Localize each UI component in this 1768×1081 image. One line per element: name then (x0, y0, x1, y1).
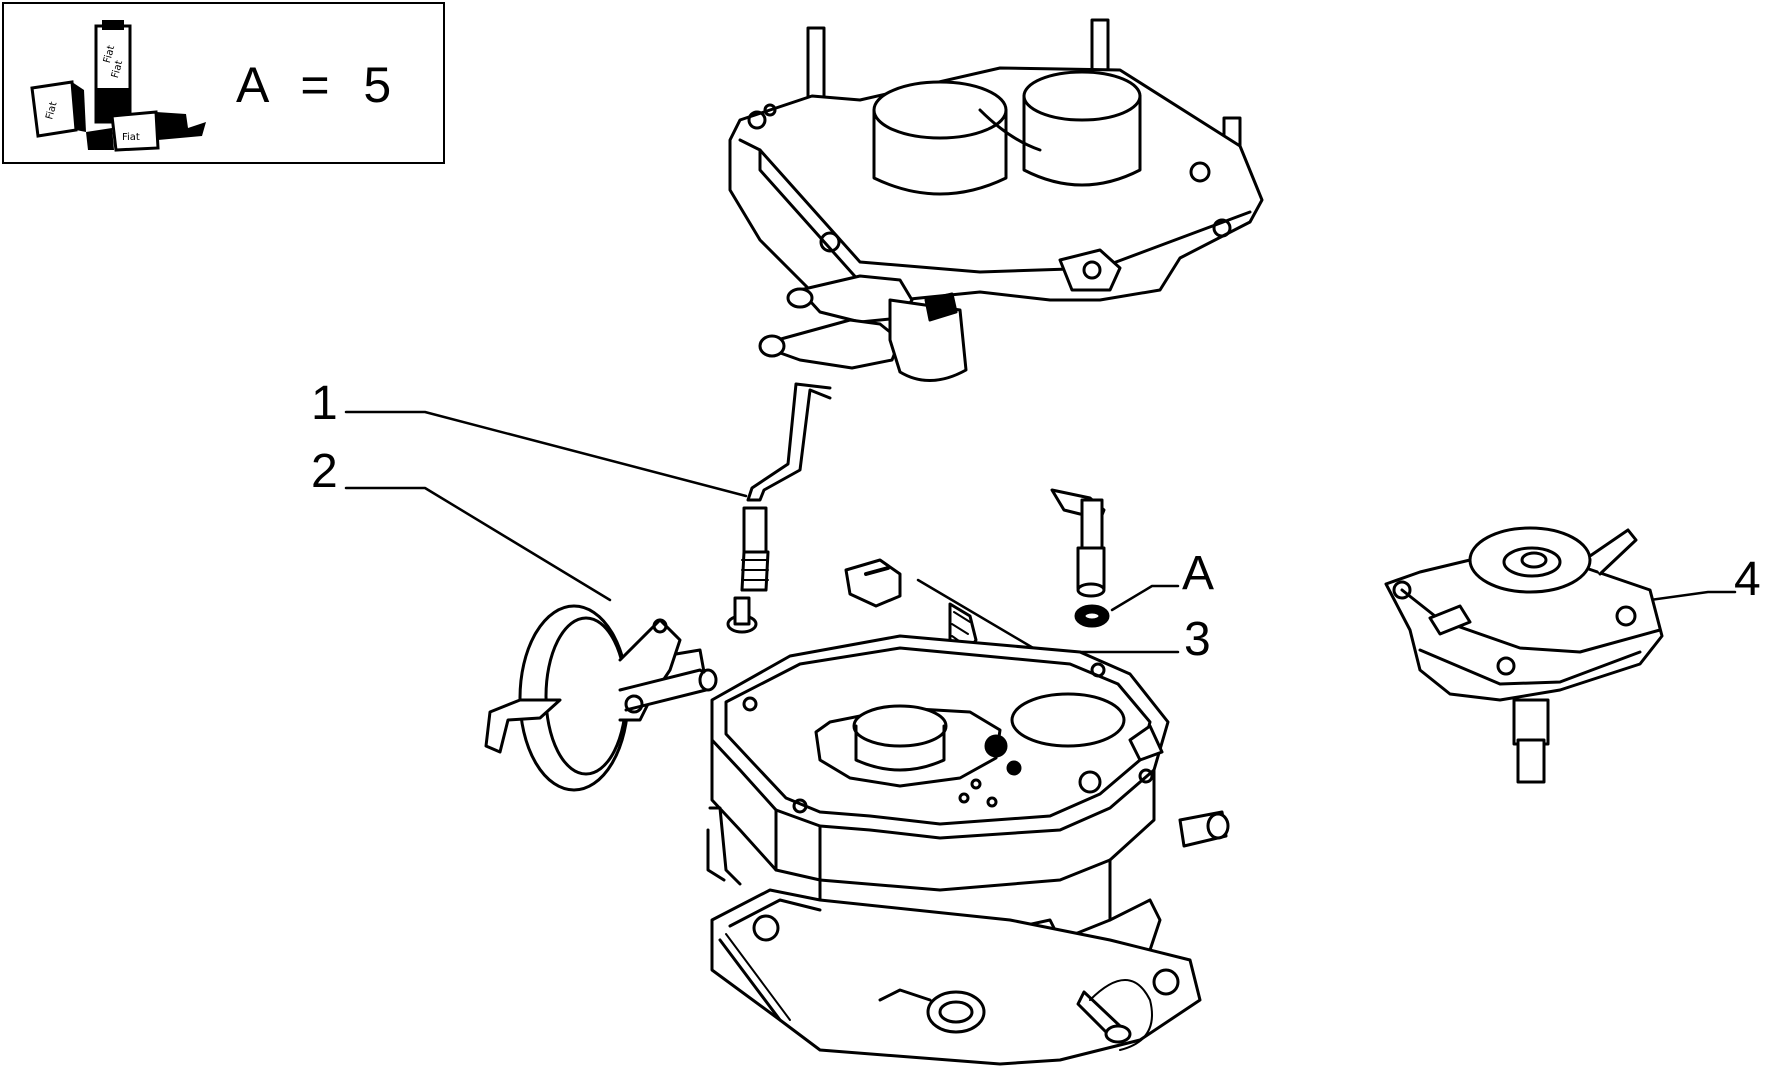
callout-4: 4 (1734, 553, 1761, 606)
callout-1: 1 (311, 377, 338, 430)
fiat-sealant-tube-icon: Fiat Fiat Fiat Fiat (30, 20, 206, 152)
callout-a: A (1182, 547, 1215, 600)
part-4-accelerator-pump (1384, 526, 1664, 784)
part-a-jet-screw (1050, 488, 1110, 628)
svg-text:Fiat: Fiat (110, 59, 125, 79)
svg-text:Fiat: Fiat (102, 44, 117, 64)
callout-3: 3 (1184, 613, 1211, 666)
callout-2: 2 (311, 445, 338, 498)
svg-text:Fiat: Fiat (122, 132, 140, 143)
svg-text:Fiat: Fiat (44, 101, 59, 121)
part-2-vacuum-diaphragm (484, 604, 718, 792)
part-1-linkage-rod (726, 382, 832, 634)
sealant-legend: Fiat Fiat Fiat Fiat A = 5 (2, 2, 445, 164)
carburettor-body (706, 634, 1230, 1066)
legend-label: A = 5 (236, 57, 394, 113)
carburettor-top-cover (728, 18, 1264, 382)
